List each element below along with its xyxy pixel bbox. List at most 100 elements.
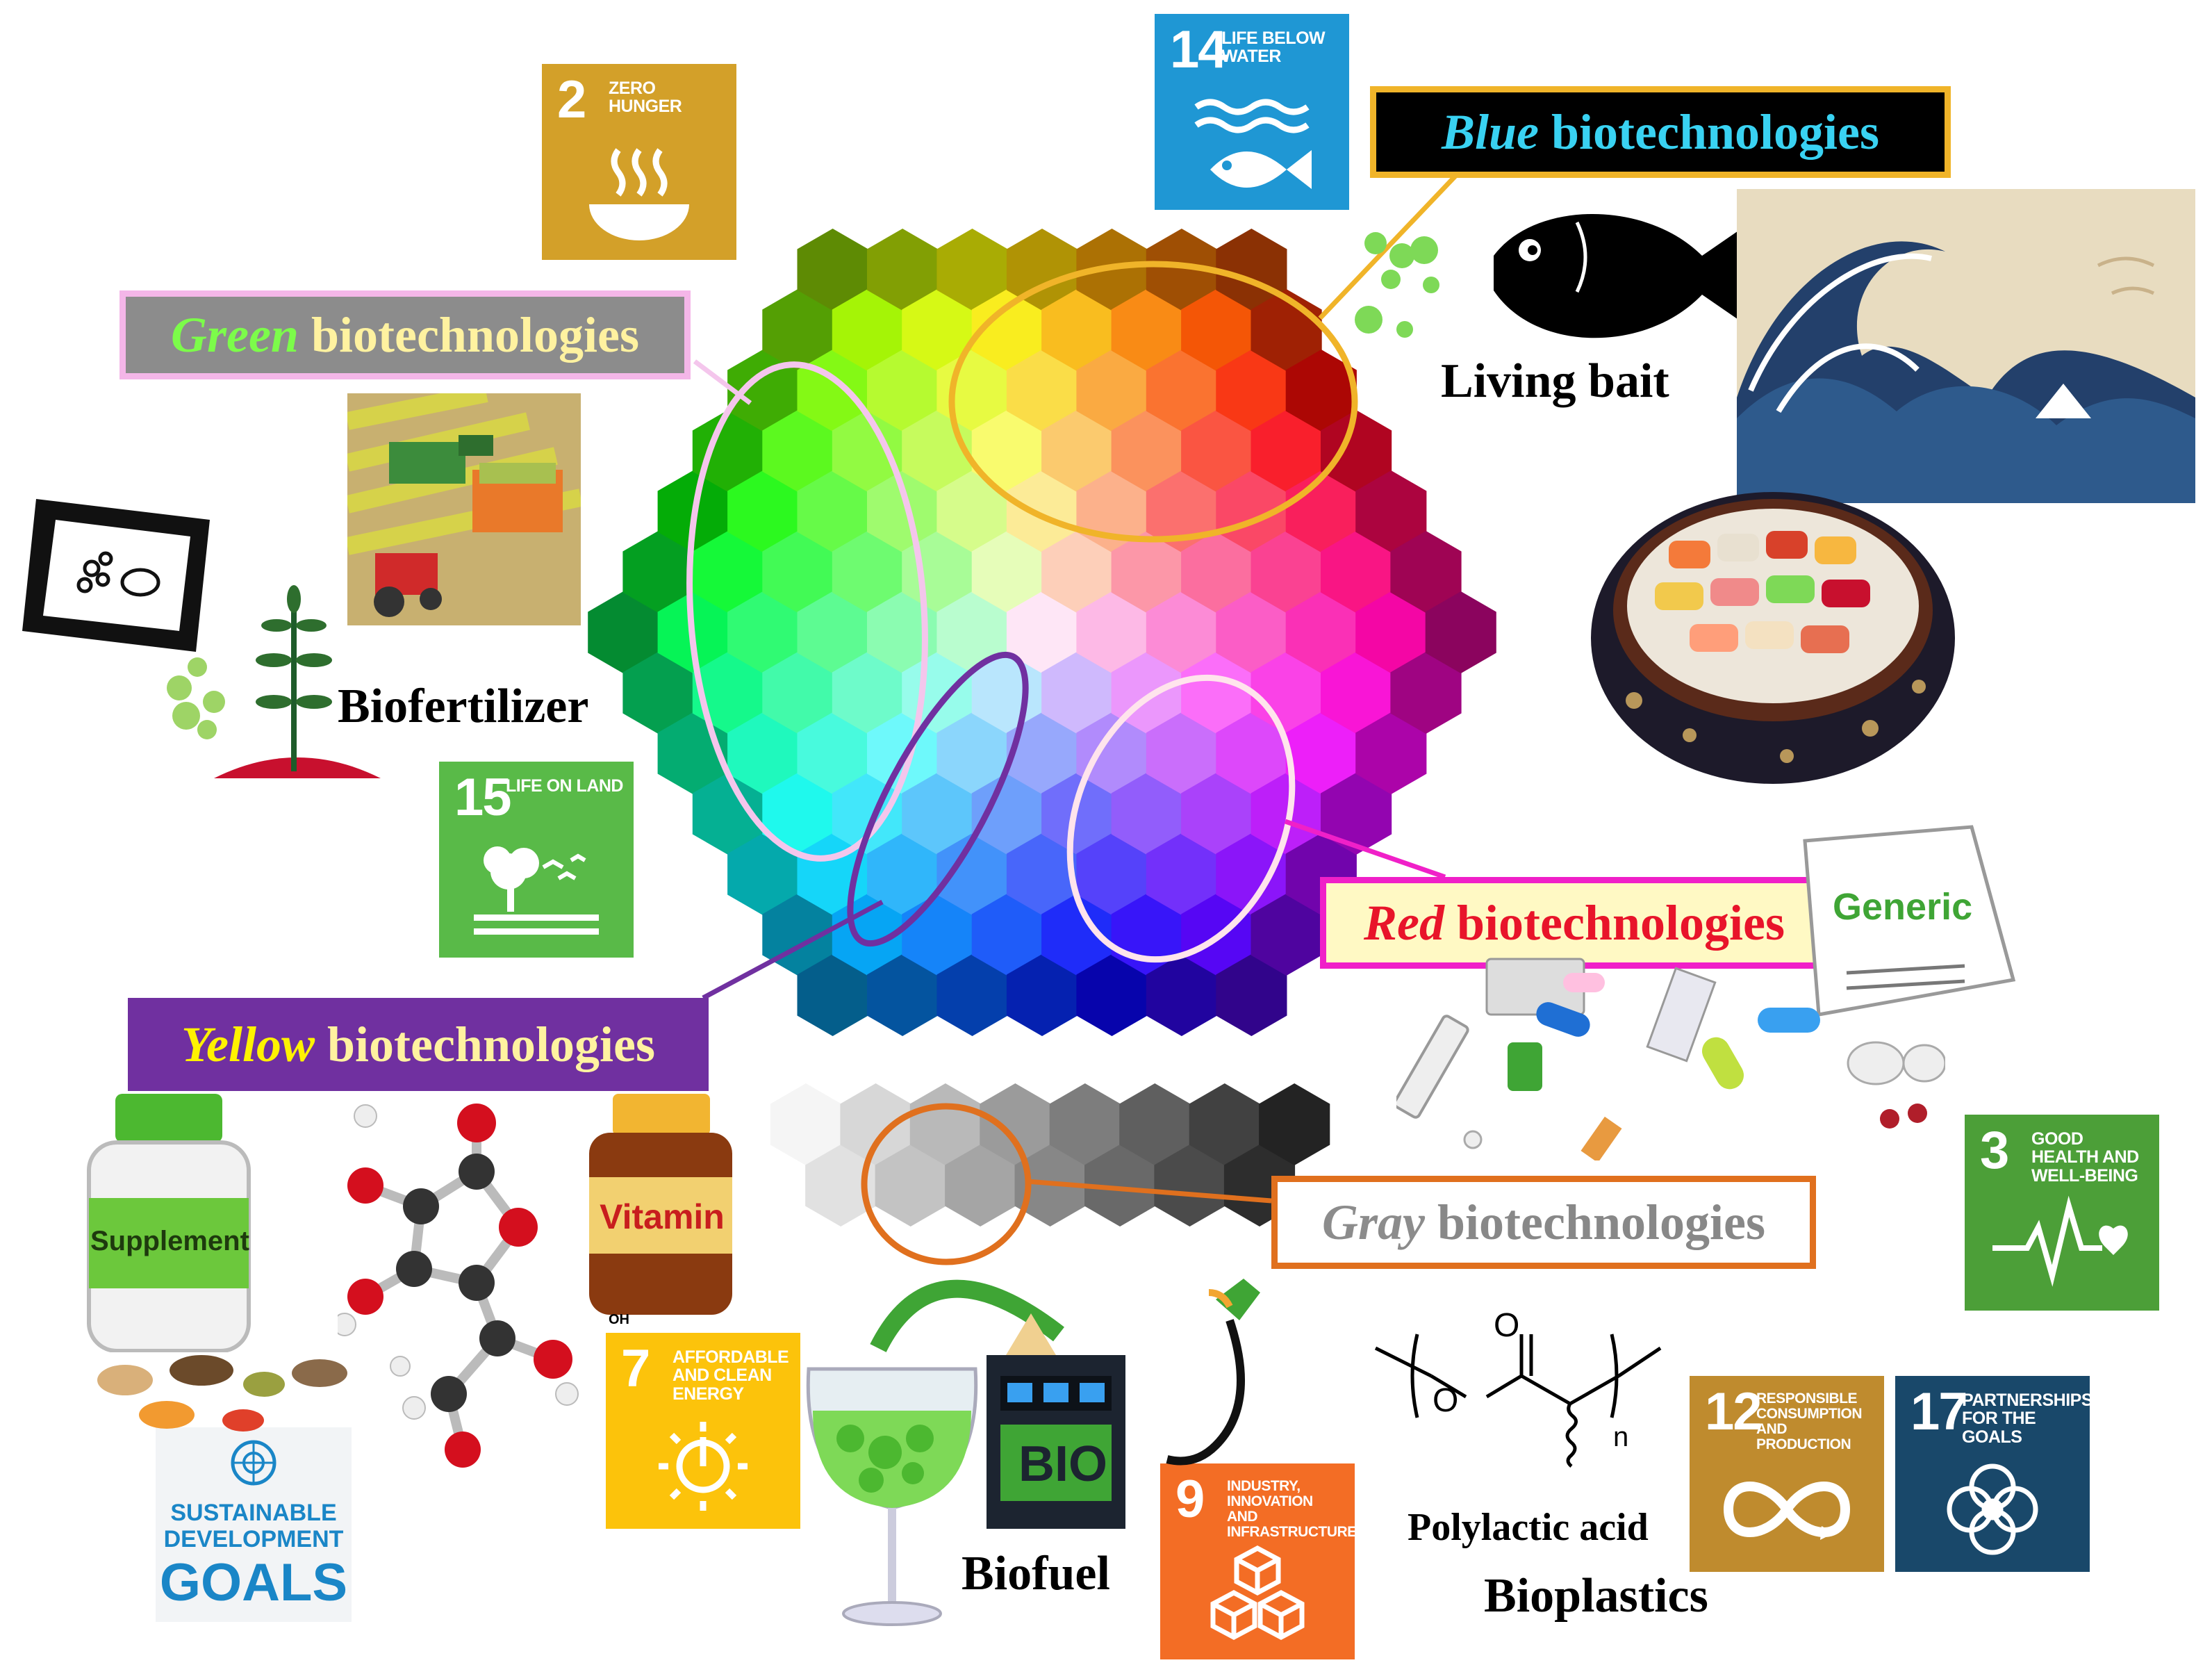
color-hex-cell <box>867 229 939 311</box>
color-hex-cell <box>1076 591 1148 673</box>
color-hex-cell <box>727 350 799 432</box>
sdg-logo-line3: GOALS <box>159 1553 348 1612</box>
gray-word: Gray <box>1322 1195 1425 1250</box>
sprout-plant-icon <box>167 585 381 778</box>
polylactic-acid-caption: Polylactic acid <box>1408 1506 1649 1549</box>
sdg-title: INDUSTRY, INNOVATION AND INFRASTRUCTURE <box>1227 1478 1357 1541</box>
ester-oxygen-label: O <box>1433 1382 1459 1419</box>
blue-biotechnologies-label: Blue biotechnologies <box>1370 86 1951 178</box>
color-hex-cell <box>971 531 1043 613</box>
color-hex-cell <box>971 894 1043 976</box>
color-hex-cell <box>727 591 799 673</box>
color-hex-cell <box>797 712 868 794</box>
color-hex-cell <box>762 410 834 492</box>
red-connector <box>1284 819 1446 880</box>
vitamin-jar: Vitamin <box>585 1094 736 1316</box>
color-hex-cell <box>971 773 1043 855</box>
fish-silhouette-icon <box>1355 213 1765 338</box>
biofertilizer-caption: Biofertilizer <box>338 680 589 733</box>
gray-hex-cell <box>1119 1083 1191 1165</box>
sdg-15-tile: 15 LIFE ON LAND <box>439 762 634 958</box>
molecule-model-icon <box>338 1104 579 1468</box>
gray-hex-cell <box>1189 1083 1260 1165</box>
oh-label: OH <box>609 1312 629 1327</box>
color-hex-cell <box>1181 410 1253 492</box>
great-wave-image <box>1737 189 2195 503</box>
color-hex-cell <box>1390 531 1462 613</box>
sdg-7-tile: 7 AFFORDABLE AND CLEAN ENERGY <box>606 1333 800 1529</box>
color-hex-cell <box>1251 531 1322 613</box>
color-hex-cell <box>1355 712 1427 794</box>
medicine-bag-icon <box>1803 825 2016 1017</box>
color-hex-cell <box>1321 652 1392 734</box>
gray-hex-cell <box>840 1083 911 1165</box>
color-hex-cell <box>1146 712 1217 794</box>
gray-hex-cell <box>1084 1145 1156 1227</box>
color-hex-cell <box>936 712 1008 794</box>
color-hex-cell <box>1216 470 1287 552</box>
color-hex-cell <box>1390 652 1462 734</box>
rings-icon <box>1947 1463 2038 1555</box>
color-hex-cell <box>1111 773 1182 855</box>
sdg-number: 2 <box>557 70 586 129</box>
tree-icon <box>474 846 599 935</box>
sdg-title: AFFORDABLE AND CLEAN ENERGY <box>672 1347 789 1404</box>
blue-region-ellipse <box>948 261 1358 543</box>
color-hex-cell <box>797 229 868 311</box>
yellow-connector <box>702 899 884 1001</box>
color-hex-cell <box>832 652 903 734</box>
supplement-bottle: Supplement <box>82 1094 256 1352</box>
gray-connector <box>1026 1179 1272 1204</box>
bowl-icon <box>589 148 689 240</box>
color-hex-cell <box>1181 531 1253 613</box>
color-hex-cell <box>1006 470 1078 552</box>
color-hex-cell <box>867 954 939 1036</box>
vitamin-text: Vitamin <box>600 1197 725 1236</box>
sdg-title: PARTNERSHIPS FOR THE GOALS <box>1962 1391 2093 1447</box>
color-hex-cell <box>1146 470 1217 552</box>
color-hex-cell <box>971 410 1043 492</box>
gray-hex-cell <box>805 1145 877 1227</box>
sdg-title: RESPONSIBLE CONSUMPTION AND PRODUCTION <box>1756 1391 1863 1453</box>
repeat-unit-n-label: n <box>1613 1422 1629 1452</box>
gray-region-ellipse <box>861 1103 1032 1265</box>
color-hex-cell <box>867 350 939 432</box>
color-hex-cell <box>1006 229 1078 311</box>
sdg-17-tile: 17 PARTNERSHIPS FOR THE GOALS <box>1895 1376 2093 1572</box>
color-hex-cell <box>1216 350 1287 432</box>
color-hex-cell <box>1251 410 1322 492</box>
color-hex-cell <box>1251 894 1322 976</box>
color-hex-cell <box>1041 531 1113 613</box>
color-hex-cell <box>1216 954 1287 1036</box>
generic-text: Generic <box>1833 886 1973 928</box>
color-hex-cell <box>727 833 799 915</box>
red-word: Red <box>1364 895 1444 951</box>
color-hex-cell <box>1041 289 1113 371</box>
gray-hex-cell <box>980 1083 1051 1165</box>
color-hex-cell <box>1181 289 1253 371</box>
color-hex-cell <box>936 229 1008 311</box>
biotechnologies-text: biotechnologies <box>1539 104 1880 160</box>
color-hex-cell <box>936 591 1008 673</box>
color-hex-cell <box>936 954 1008 1036</box>
color-hex-cell <box>797 591 868 673</box>
color-hex-cell <box>692 652 764 734</box>
color-hex-cell <box>1041 652 1113 734</box>
sdg-title: ZERO HUNGER <box>609 79 682 117</box>
gray-hex-cell <box>945 1145 1016 1227</box>
blue-word: Blue <box>1441 104 1539 160</box>
color-hex-cell <box>1181 652 1253 734</box>
sdg-logo-line1: SUSTAINABLE <box>170 1500 337 1526</box>
color-hex-cell <box>832 289 903 371</box>
color-hex-cell <box>762 773 834 855</box>
fish-icon <box>1194 99 1312 189</box>
bioplastics-caption: Bioplastics <box>1484 1569 1708 1623</box>
sdg-3-tile: 3 GOOD HEALTH AND WELL-BEING <box>1965 1115 2159 1311</box>
sdg-title: LIFE BELOW WATER <box>1221 28 1326 67</box>
color-hex-cell <box>797 470 868 552</box>
heartbeat-icon <box>1992 1195 2128 1287</box>
color-hex-cell <box>971 289 1043 371</box>
un-emblem-icon <box>231 1440 276 1486</box>
color-hex-cell <box>762 531 834 613</box>
cubes-icon <box>1210 1545 1305 1640</box>
